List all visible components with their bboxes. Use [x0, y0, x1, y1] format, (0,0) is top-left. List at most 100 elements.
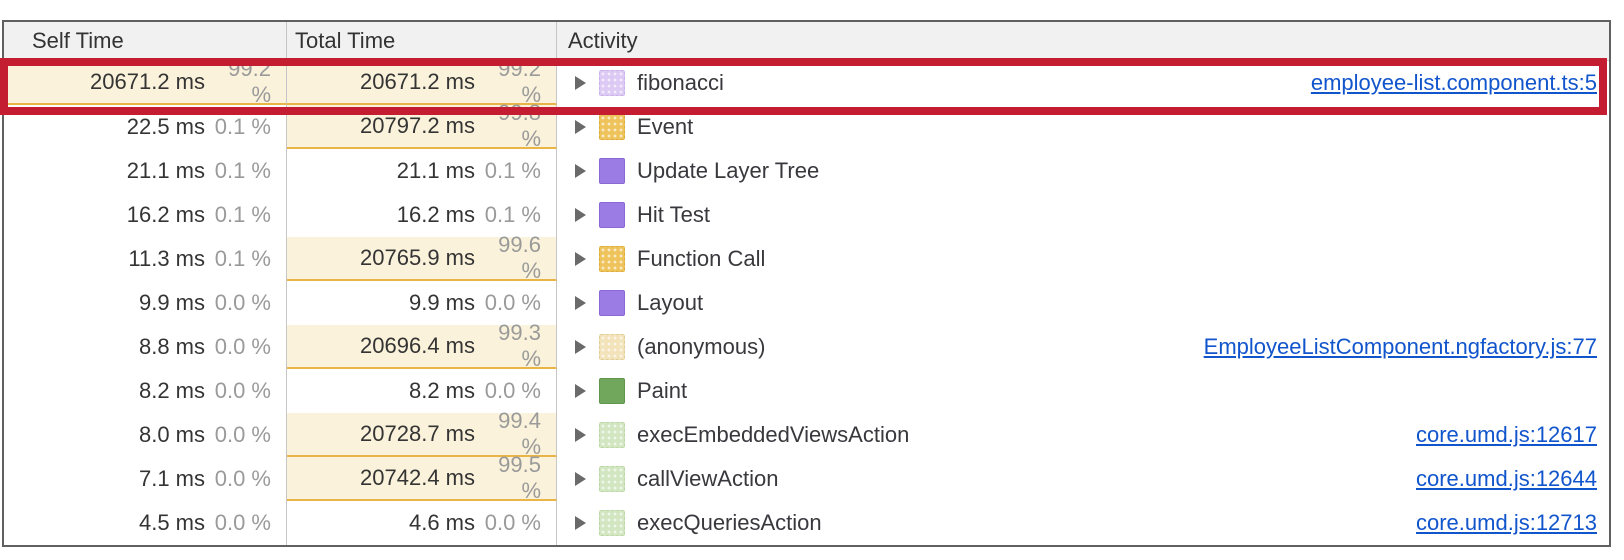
activity-label: execEmbeddedViewsAction: [637, 422, 910, 447]
activity-type-icon: [599, 202, 625, 228]
total-time-percent: 0.1 %: [484, 202, 541, 227]
column-header-activity[interactable]: Activity: [568, 28, 638, 53]
total-time-cell: 20765.9 ms 99.6 %: [287, 232, 557, 283]
self-time-cell: 11.3 ms 0.1 %: [4, 237, 287, 281]
activity-type-icon: [599, 378, 625, 404]
table-row[interactable]: 8.2 ms 0.0 % 8.2 ms 0.0 % Paint: [4, 369, 1609, 413]
activity-label: Event: [637, 114, 694, 139]
total-time-value: 4.6 ms: [408, 510, 475, 535]
self-time-cell: 8.8 ms 0.0 %: [4, 325, 287, 369]
total-time-value: 20765.9 ms: [360, 245, 475, 270]
total-time-cell: 20728.7 ms 99.4 %: [287, 408, 557, 459]
activity-label: (anonymous): [637, 334, 766, 359]
total-time-cell: 8.2 ms 0.0 %: [287, 369, 557, 413]
source-location-link[interactable]: employee-list.component.ts:5: [1310, 70, 1597, 95]
activity-type-icon: [599, 246, 625, 272]
self-time-value: 7.1 ms: [138, 466, 205, 491]
self-time-percent: 0.0 %: [214, 290, 271, 315]
self-time-value: 21.1 ms: [126, 158, 205, 183]
column-header-self-time[interactable]: Self Time: [4, 22, 287, 60]
total-time-percent: 99.8 %: [498, 100, 541, 151]
source-location-link[interactable]: core.umd.js:12644: [1416, 466, 1597, 491]
self-time-percent: 0.0 %: [214, 466, 271, 491]
self-time-cell: 8.0 ms 0.0 %: [4, 413, 287, 457]
total-time-value: 20797.2 ms: [360, 113, 475, 138]
performance-bottom-up-table: Self Time Total Time Activity 20671.2 ms…: [2, 20, 1611, 547]
total-time-cell: 16.2 ms 0.1 %: [287, 193, 557, 237]
self-time-cell: 20671.2 ms 99.2 %: [4, 56, 287, 107]
self-time-percent: 0.0 %: [214, 422, 271, 447]
total-time-value: 16.2 ms: [396, 202, 475, 227]
total-time-percent: 0.0 %: [484, 290, 541, 315]
table-row[interactable]: 8.8 ms 0.0 % 20696.4 ms 99.3 % (anonymou…: [4, 320, 1609, 371]
activity-cell: Event: [557, 105, 1609, 149]
total-time-value: 21.1 ms: [396, 158, 475, 183]
self-time-value: 8.0 ms: [138, 422, 205, 447]
self-time-value: 11.3 ms: [128, 246, 205, 271]
table-row[interactable]: 16.2 ms 0.1 % 16.2 ms 0.1 % Hit Test: [4, 193, 1609, 237]
total-time-cell: 9.9 ms 0.0 %: [287, 281, 557, 325]
self-time-value: 16.2 ms: [126, 202, 205, 227]
table-row[interactable]: 9.9 ms 0.0 % 9.9 ms 0.0 % Layout: [4, 281, 1609, 325]
table-header-row: Self Time Total Time Activity: [4, 22, 1609, 61]
activity-cell: fibonacci employee-list.component.ts:5: [557, 61, 1609, 105]
table-row[interactable]: 20671.2 ms 99.2 % 20671.2 ms 99.2 % fibo…: [4, 56, 1609, 107]
column-header-total-time[interactable]: Total Time: [287, 22, 557, 60]
activity-type-icon: [599, 466, 625, 492]
expand-arrow-icon[interactable]: [575, 76, 586, 90]
table-body: 20671.2 ms 99.2 % 20671.2 ms 99.2 % fibo…: [4, 56, 1609, 545]
total-time-value: 8.2 ms: [408, 378, 475, 403]
table-row[interactable]: 8.0 ms 0.0 % 20728.7 ms 99.4 % execEmbed…: [4, 408, 1609, 459]
total-time-percent: 0.0 %: [484, 378, 541, 403]
self-time-value: 20671.2 ms: [90, 69, 205, 94]
activity-type-icon: [599, 334, 625, 360]
activity-cell: Function Call: [557, 237, 1609, 281]
expand-arrow-icon[interactable]: [575, 296, 586, 310]
expand-arrow-icon[interactable]: [575, 384, 586, 398]
activity-label: Update Layer Tree: [637, 158, 820, 183]
self-time-value: 8.2 ms: [138, 378, 205, 403]
expand-arrow-icon[interactable]: [575, 428, 586, 442]
self-time-cell: 9.9 ms 0.0 %: [4, 281, 287, 325]
source-location-link[interactable]: core.umd.js:12713: [1416, 510, 1597, 535]
table-row[interactable]: 11.3 ms 0.1 % 20765.9 ms 99.6 % Function…: [4, 232, 1609, 283]
expand-arrow-icon[interactable]: [575, 340, 586, 354]
self-time-percent: 0.1 %: [214, 246, 271, 271]
self-time-value: 22.5 ms: [126, 114, 205, 139]
activity-label: Hit Test: [637, 202, 710, 227]
expand-arrow-icon[interactable]: [575, 252, 586, 266]
self-time-percent: 0.0 %: [214, 334, 271, 359]
activity-label: Function Call: [637, 246, 766, 271]
expand-arrow-icon[interactable]: [575, 120, 586, 134]
activity-label: fibonacci: [637, 70, 724, 95]
self-time-value: 4.5 ms: [138, 510, 205, 535]
total-time-value: 20742.4 ms: [360, 465, 475, 490]
expand-arrow-icon[interactable]: [575, 208, 586, 222]
activity-cell: execEmbeddedViewsAction core.umd.js:1261…: [557, 413, 1609, 457]
activity-cell: Paint: [557, 369, 1609, 413]
activity-cell: callViewAction core.umd.js:12644: [557, 457, 1609, 501]
table-row[interactable]: 7.1 ms 0.0 % 20742.4 ms 99.5 % callViewA…: [4, 452, 1609, 503]
table-row[interactable]: 21.1 ms 0.1 % 21.1 ms 0.1 % Update Layer…: [4, 149, 1609, 193]
source-location-link[interactable]: EmployeeListComponent.ngfactory.js:77: [1203, 334, 1597, 359]
activity-cell: Hit Test: [557, 193, 1609, 237]
total-time-percent: 0.1 %: [484, 158, 541, 183]
self-time-percent: 0.1 %: [214, 202, 271, 227]
source-location-link[interactable]: core.umd.js:12617: [1416, 422, 1597, 447]
self-time-percent: 0.1 %: [214, 114, 271, 139]
expand-arrow-icon[interactable]: [575, 472, 586, 486]
total-time-value: 20728.7 ms: [360, 421, 475, 446]
activity-cell: Layout: [557, 281, 1609, 325]
expand-arrow-icon[interactable]: [575, 516, 586, 530]
self-time-cell: 16.2 ms 0.1 %: [4, 193, 287, 237]
activity-cell: execQueriesAction core.umd.js:12713: [557, 501, 1609, 545]
self-time-value: 8.8 ms: [138, 334, 205, 359]
activity-type-icon: [599, 158, 625, 184]
expand-arrow-icon[interactable]: [575, 164, 586, 178]
activity-label: Layout: [637, 290, 704, 315]
table-row[interactable]: 22.5 ms 0.1 % 20797.2 ms 99.8 % Event: [4, 100, 1609, 151]
total-time-percent: 99.6 %: [498, 232, 541, 283]
activity-cell: (anonymous) EmployeeListComponent.ngfact…: [557, 325, 1609, 369]
self-time-percent: 0.0 %: [214, 510, 271, 535]
table-row[interactable]: 4.5 ms 0.0 % 4.6 ms 0.0 % execQueriesAct…: [4, 501, 1609, 545]
